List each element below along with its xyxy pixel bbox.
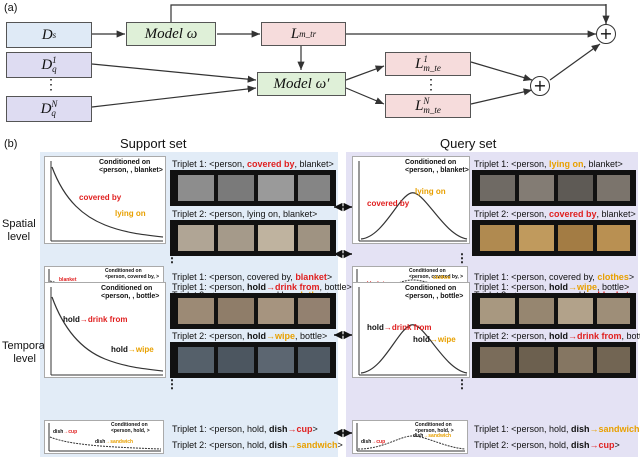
temporal-query-triplet-2: Triplet 2: <person, hold→drink from, bot… [474, 331, 640, 341]
query-dots-1: ⋮ [456, 251, 468, 265]
temporal-query-small-triplet-2: Triplet 2: <person, hold, dish→cup> [474, 440, 620, 450]
temporal-support-small-curve-2: dish→sandwich [95, 439, 134, 445]
temporal-support-small-plot: Conditioned on <person, hold, > dish→cup… [44, 420, 164, 454]
filmstrip-spatial-query-1 [472, 170, 636, 206]
filmstrip-spatial-query-2 [472, 220, 636, 256]
spatial-query-triplet-1: Triplet 1: <person, lying on, blanket> [474, 159, 623, 169]
query-dots-2: ⋮ [456, 377, 468, 391]
temporal-support-plot: Conditioned on <person, , bottle> hold→d… [44, 282, 166, 378]
query-small-label-clothes: clothes [433, 275, 451, 281]
spatial-query-plot: Conditioned on <person, , blanket> cover… [352, 156, 470, 244]
temporal-support-small-triplet-2: Triplet 2: <person, hold, dish→sandwich> [172, 440, 343, 450]
spatial-query-small-triplet-1: Triplet 1: <person, covered by, clothes> [474, 272, 635, 282]
spatial-query-cond: Conditioned on <person, , blanket> [405, 159, 469, 174]
spatial-support-triplet-1: Triplet 1: <person, covered by, blanket> [172, 159, 334, 169]
temporal-query-small-cond: Conditioned on <person, hold, > [415, 422, 454, 434]
model-omega-prime: Model ω′ [257, 72, 346, 96]
spatial-query-small-cond: Conditioned on <person, covered by, > [409, 268, 464, 280]
temporal-query-plot: Conditioned on <person, , bottle> hold→d… [352, 282, 470, 378]
part-b-label: (b) [4, 138, 18, 150]
spatial-support-small-cond: Conditioned on <person, covered by, > [105, 268, 160, 280]
temporal-support-cond: Conditioned on <person, , bottle> [101, 285, 160, 300]
spatial-level-label: Spatial level [2, 218, 36, 243]
temporal-query-small-triplet-1: Triplet 1: <person, hold, dish→sandwich> [474, 424, 640, 434]
model-omega: Model ω [126, 22, 216, 46]
temporal-support-small-curve-1: dish→cup [53, 429, 78, 435]
temporal-query-small-curve-1: dish→cup [361, 439, 386, 445]
temporal-support-curve-1: hold→drink from [63, 315, 128, 324]
filmstrip-temporal-support-2 [170, 342, 336, 378]
temporal-support-triplet-2: Triplet 2: <person, hold→wipe, bottle> [172, 331, 328, 341]
input-dots: ⋮ [44, 76, 58, 92]
support-dots-2: ⋮ [166, 377, 178, 391]
query-set-title: Query set [440, 136, 497, 151]
query-curve-label-lying-on: lying on [415, 187, 446, 196]
temporal-support-curve-2: hold→wipe [111, 345, 154, 354]
temporal-query-triplet-1: Triplet 1: <person, hold→wipe, bottle> [474, 282, 630, 292]
temporal-query-curve-1: hold→drink from [367, 323, 432, 332]
part-a-label: (a) [4, 2, 18, 14]
filmstrip-temporal-support-1 [170, 293, 336, 329]
temporal-support-small-triplet-1: Triplet 1: <person, hold, dish→cup> [172, 424, 318, 434]
spatial-support-small-triplet-1: Triplet 1: <person, covered by, blanket> [172, 272, 333, 282]
temporal-support-triplet-1: Triplet 1: <person, hold→drink from, bot… [172, 282, 352, 292]
temporal-query-small-curve-2: dish→sandwich [413, 433, 452, 439]
sum-node-total: + [596, 24, 616, 44]
query-curve-label-covered-by: covered by [367, 199, 410, 208]
loss-dots: ⋮ [424, 76, 438, 92]
support-dots-1: ⋮ [166, 251, 178, 265]
temporal-query-cond: Conditioned on <person, , bottle> [405, 285, 464, 300]
curve-label-covered-by: covered by [79, 193, 122, 202]
spatial-support-plot: Conditioned on <person, , blanket> cover… [44, 156, 166, 244]
temporal-query-curve-2: hold→wipe [413, 335, 456, 344]
temporal-support-small-cond: Conditioned on <person, hold, > [111, 422, 150, 434]
part-a-arrows [91, 4, 610, 108]
small-label-blanket: blanket [59, 277, 77, 283]
sum-node-test: + [530, 76, 550, 96]
temporal-level-label: Temporal level [2, 340, 48, 365]
curve-label-lying-on: lying on [115, 209, 146, 218]
temporal-query-small-plot: Conditioned on <person, hold, > dish→cup… [352, 420, 468, 454]
filmstrip-temporal-query-1 [472, 293, 636, 329]
filmstrip-spatial-support-2 [170, 220, 336, 256]
support-set-title: Support set [120, 136, 187, 151]
spatial-support-triplet-2: Triplet 2: <person, lying on, blanket> [172, 209, 318, 219]
spatial-query-triplet-2: Triplet 2: <person, covered by, blanket> [474, 209, 636, 219]
filmstrip-spatial-support-1 [170, 170, 336, 206]
filmstrip-temporal-query-2 [472, 342, 636, 378]
spatial-support-cond: Conditioned on <person, , blanket> [99, 159, 163, 174]
